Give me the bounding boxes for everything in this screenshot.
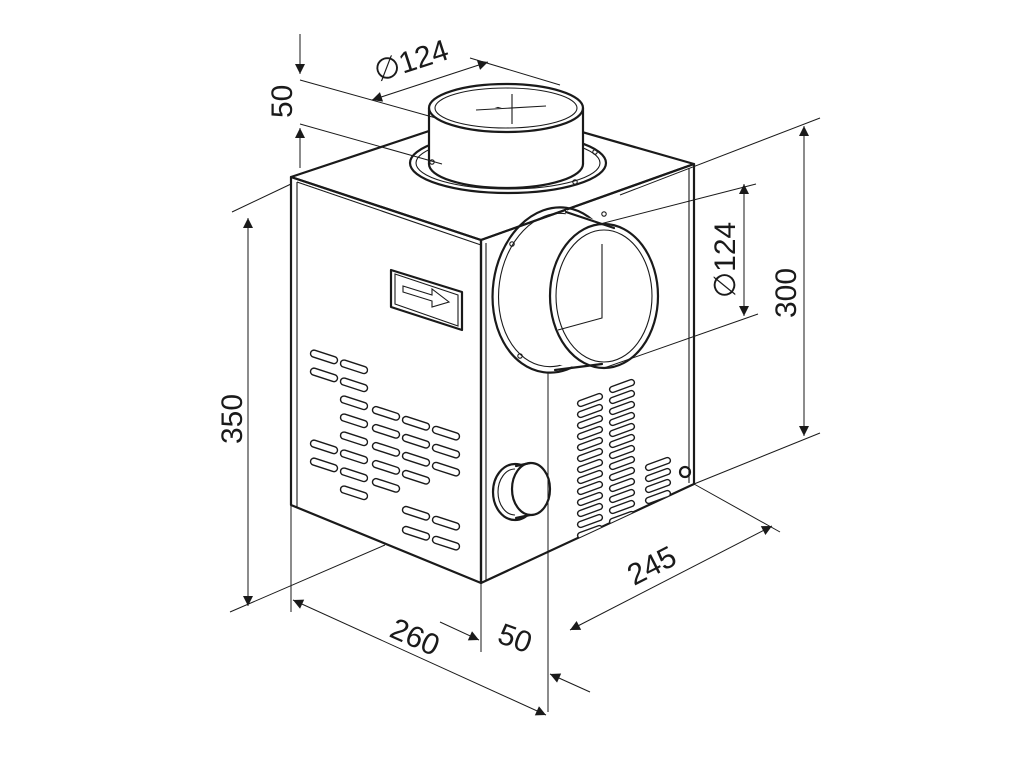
vent-slot <box>608 422 636 438</box>
vent-slot <box>576 480 604 496</box>
vent-slot <box>431 515 461 531</box>
dim-top-diameter-line <box>371 60 489 102</box>
top-outlet <box>408 82 608 195</box>
vent-slot <box>576 502 604 518</box>
vent-slot <box>339 485 369 501</box>
vent-slot <box>608 400 636 416</box>
dim-overall-height: 350 <box>216 394 249 444</box>
vent-slot <box>309 439 339 455</box>
vent-slot <box>608 411 636 427</box>
vent-slot <box>608 455 636 471</box>
vent-slot <box>644 456 672 472</box>
vent-slot <box>339 395 369 411</box>
vent-slot <box>401 525 431 541</box>
vent-slot <box>608 378 636 394</box>
vent-slot <box>576 513 604 529</box>
vent-slot <box>608 433 636 449</box>
vent-slot <box>339 449 369 465</box>
airflow-label <box>389 268 464 332</box>
dim-side-height: 300 <box>770 268 803 318</box>
top-center-mark-h <box>475 105 547 111</box>
vent-slot <box>401 469 431 485</box>
vent-slot <box>576 447 604 463</box>
vent-slot <box>608 499 636 515</box>
dim-inlet-offset: 50 <box>494 618 537 660</box>
dim-front-width: 260 <box>385 612 444 663</box>
vent-slot <box>309 457 339 473</box>
vent-slot <box>401 505 431 521</box>
vent-slot <box>608 477 636 493</box>
vent-slot <box>576 403 604 419</box>
dimension-lines <box>243 34 809 716</box>
side-inlet <box>491 206 660 374</box>
top-outlet-rim <box>427 82 585 134</box>
arrow-right-icon <box>402 285 451 308</box>
label-plate <box>389 268 464 332</box>
cable-port <box>491 461 692 522</box>
vent-slot <box>431 425 461 441</box>
dim-depth-line <box>569 525 773 631</box>
vent-slot <box>371 405 401 421</box>
dim-front-width-line <box>292 599 547 716</box>
vent-slot <box>339 413 369 429</box>
vent-slot <box>309 349 339 365</box>
vent-slot <box>401 433 431 449</box>
vent-slot <box>608 444 636 460</box>
vent-slot <box>576 436 604 452</box>
vent-slot <box>608 466 636 482</box>
vent-slot <box>339 431 369 447</box>
dim-offset-left <box>439 621 480 641</box>
dim-side-diameter: ∅124 <box>709 222 742 298</box>
vent-slot <box>576 458 604 474</box>
vent-slot <box>576 414 604 430</box>
vent-slot <box>371 441 401 457</box>
front-inner-edge <box>296 181 482 246</box>
vent-slot <box>576 392 604 408</box>
vent-slot <box>576 425 604 441</box>
dim-side-depth: 245 <box>622 540 682 592</box>
vent-slot <box>401 415 431 431</box>
vent-slot <box>644 478 672 494</box>
vent-slot <box>401 451 431 467</box>
vent-slot <box>644 489 672 505</box>
vent-slot <box>576 491 604 507</box>
vent-slot <box>431 535 461 551</box>
dim-top-diameter: ∅124 <box>370 34 453 89</box>
dim-offset-right <box>549 673 591 693</box>
vent-slot <box>371 423 401 439</box>
vent-slot <box>371 459 401 475</box>
vent-slot <box>431 443 461 459</box>
screw-hole <box>678 465 692 479</box>
vent-slot <box>576 469 604 485</box>
vent-slot <box>431 461 461 477</box>
vent-slot <box>371 477 401 493</box>
vent-slot <box>339 359 369 375</box>
side-vent-slots <box>576 378 672 540</box>
dim-collar-height: 50 <box>266 85 299 118</box>
vent-slot <box>608 389 636 405</box>
inlet-inner-corner <box>557 244 603 331</box>
front-vent-slots <box>309 349 461 551</box>
vent-slot <box>339 467 369 483</box>
vent-slot <box>339 377 369 393</box>
vent-slot <box>608 488 636 504</box>
vent-slot <box>644 467 672 483</box>
vent-slot <box>309 367 339 383</box>
